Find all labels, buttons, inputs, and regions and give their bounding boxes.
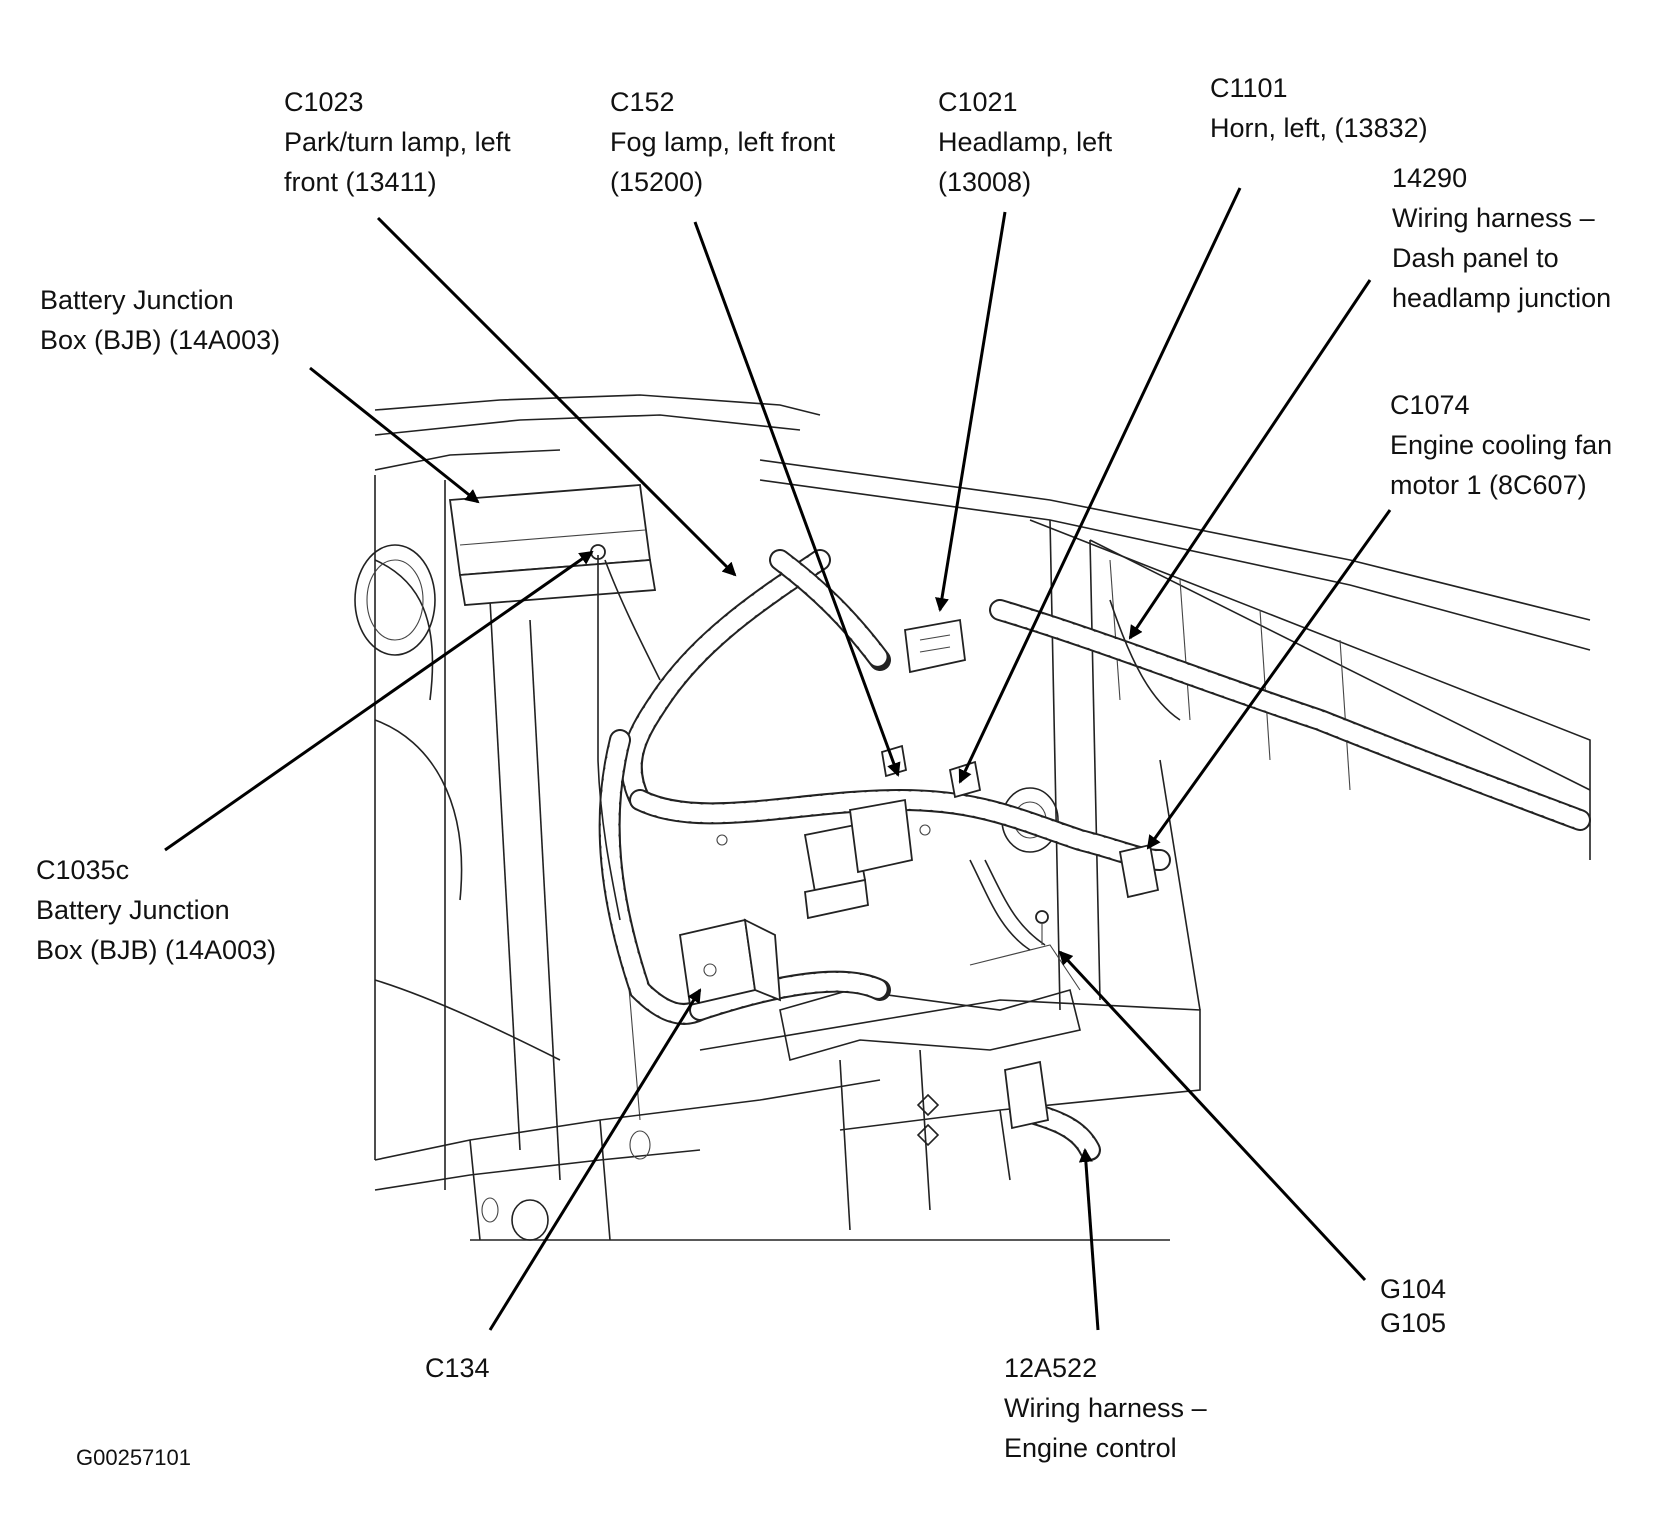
leader-12a522 [1078,1148,1100,1331]
ground-id: G105 [1380,1308,1447,1338]
connector-description: Box (BJB) (14A003) [36,935,277,965]
connector-description: motor 1 (8C607) [1390,470,1587,500]
connector-id: C134 [425,1353,490,1383]
leader-c1023 [376,216,737,577]
connector-description: front (13411) [284,167,437,197]
callout-c134: C134 [425,1348,490,1388]
leader-bjb [309,366,480,504]
callout-12a522: 12A522 Wiring harness – Engine control [1004,1348,1207,1468]
part-description: Engine control [1004,1433,1177,1463]
callout-c152: C152 Fog lamp, left front (15200) [610,82,835,202]
part-description: Dash panel to [1392,243,1559,273]
callout-14290: 14290 Wiring harness – Dash panel to hea… [1392,158,1611,318]
leader-c1074 [1146,509,1392,850]
battery-junction-box [448,484,657,606]
connector-description: Horn, left, (13832) [1210,113,1428,143]
connector-description: (13008) [938,167,1032,197]
leader-c152 [693,221,901,777]
leader-c134 [488,988,702,1331]
leader-c1101 [958,187,1242,784]
part-number: 14290 [1392,163,1468,193]
callout-c1074: C1074 Engine cooling fan motor 1 (8C607) [1390,385,1612,505]
leader-c1021 [935,211,1007,612]
connector-id: C1074 [1390,390,1470,420]
part-description: Wiring harness – [1004,1393,1207,1423]
leader-c1035c [164,550,594,852]
connector-id: C1021 [938,87,1018,117]
connector-id: C152 [610,87,675,117]
part-description: headlamp junction [1392,283,1612,313]
part-description: Box (BJB) (14A003) [40,325,281,355]
connector-description: Fog lamp, left front [610,127,836,157]
leader-g104-g105 [1058,950,1367,1282]
connector-description: (15200) [610,167,704,197]
callout-c1101: C1101 Horn, left, (13832) [1210,68,1428,148]
callout-c1035c: C1035c Battery Junction Box (BJB) (14A00… [36,850,276,970]
connector-description: Park/turn lamp, left [284,127,511,157]
connector-id: C1035c [36,855,130,885]
part-description: Battery Junction [40,285,234,315]
connectors [678,618,1160,1130]
leader-14290 [1128,279,1372,640]
part-description: Wiring harness – [1392,203,1595,233]
callout-g104-g105: G104 G105 [1380,1272,1446,1340]
callout-leaders [164,187,1392,1331]
wiring-harness-bundles [597,549,1591,1161]
callout-battery-junction-box: Battery Junction Box (BJB) (14A003) [40,280,280,360]
connector-description: Engine cooling fan [1390,430,1613,460]
callout-c1023: C1023 Park/turn lamp, left front (13411) [284,82,511,202]
callout-c1021: C1021 Headlamp, left (13008) [938,82,1112,202]
connector-description: Battery Junction [36,895,230,925]
connector-id: C1023 [284,87,364,117]
figure-id: G00257101 [76,1445,191,1470]
part-number: 12A522 [1004,1353,1098,1383]
ground-id: G104 [1380,1274,1447,1304]
vehicle-body-outline [354,394,1591,1241]
connector-id: C1101 [1210,73,1288,103]
connector-description: Headlamp, left [938,127,1113,157]
